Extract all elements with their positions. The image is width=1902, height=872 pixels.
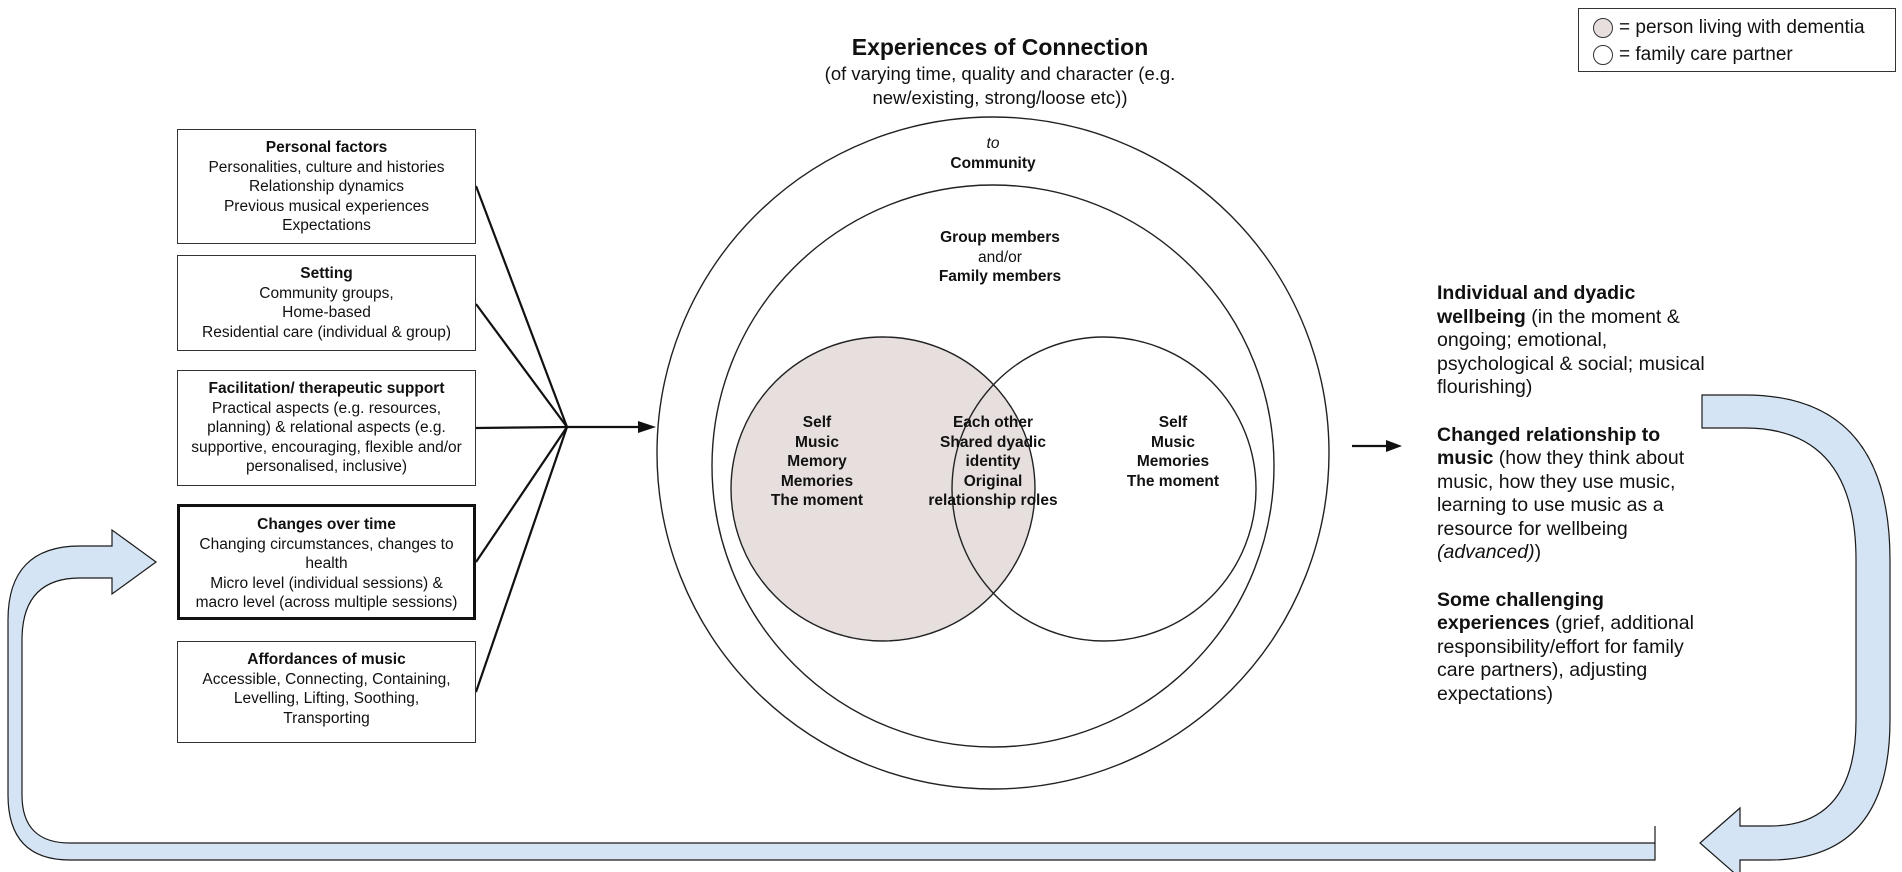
diagram-title-block: Experiences of Connection (of varying ti…: [780, 32, 1220, 110]
factor-title: Personal factors: [265, 139, 388, 156]
self-item: Music: [795, 433, 839, 451]
factor-box-facilitation: Facilitation/ therapeutic support Practi…: [177, 370, 476, 486]
outcome-bold: Individual and dyadic wellbeing: [1437, 282, 1636, 328]
factor-box-personal: Personal factors Personalities, culture …: [177, 129, 476, 244]
factor-line: Previous musical experiences: [223, 197, 430, 215]
person-with-dementia-circle: [730, 336, 1036, 642]
factor-line: Practical aspects (e.g. resources,: [211, 399, 442, 417]
factor-line: Expectations: [282, 217, 371, 234]
self-item: Memories: [1136, 453, 1210, 470]
outcome-bold: Some challenging experiences: [1437, 588, 1604, 635]
outcomes-list: Individual and dyadic wellbeing (in the …: [1437, 282, 1707, 730]
shared-item: Each other: [952, 414, 1034, 431]
group-members-label: Group members: [940, 229, 1060, 246]
community-title: Community: [950, 154, 1036, 172]
outcome-bold: Changed relationship to music: [1437, 423, 1661, 470]
family-care-partner-circle: [951, 336, 1257, 642]
self-item: Self: [802, 414, 832, 431]
factor-line: Community groups,: [259, 284, 394, 302]
arrowhead-to-outcomes: [1386, 440, 1402, 452]
factor-line: Relationship dynamics: [248, 178, 405, 195]
self-item: Music: [1151, 433, 1195, 451]
factor-title: Setting: [300, 265, 353, 282]
factor-line: Home-based: [282, 304, 371, 321]
factor-box-affordances: Affordances of music Accessible, Connect…: [177, 641, 476, 743]
factor-line: Residential care (individual & group): [202, 323, 451, 341]
factor-line: Micro level (individual sessions) &: [210, 574, 443, 592]
legend-label: = person living with dementia: [1619, 16, 1865, 38]
diagram-subtitle-line: (of varying time, quality and character …: [824, 63, 1176, 84]
shared-item: Original: [963, 472, 1023, 490]
factor-line: Levelling, Lifting, Soothing,: [233, 690, 420, 707]
community-to-label: to: [986, 135, 1000, 152]
factor-line: supportive, encouraging, flexible and/or: [191, 438, 462, 456]
family-members-label: Family members: [938, 268, 1062, 285]
diagram-subtitle-line: new/existing, strong/loose etc)): [872, 87, 1128, 108]
feedback-loop-arrow: [1699, 394, 1891, 872]
outcome-text: (how they think about music, how they us…: [1437, 447, 1685, 540]
arrowhead-to-circles: [638, 421, 656, 433]
outcome-text: (grief, additional responsibility/effort…: [1437, 612, 1694, 705]
legend-label: = family care partner: [1619, 43, 1793, 65]
factor-line: planning) & relational aspects (e.g.: [207, 419, 446, 436]
self-item: Memories: [780, 472, 854, 490]
shared-item: relationship roles: [928, 492, 1058, 509]
outcome-italic: (advanced): [1437, 541, 1535, 563]
factor-title: Facilitation/ therapeutic support: [208, 380, 445, 397]
shared-item: identity: [965, 453, 1021, 470]
factor-line: Changing circumstances, changes to: [199, 535, 454, 553]
care-partner-self-items: Self Music Memories The moment: [1113, 413, 1233, 491]
factor-title: Changes over time: [257, 516, 396, 533]
group-family-label: Group members and/or Family members: [880, 228, 1120, 287]
factor-line: macro level (across multiple sessions): [195, 594, 458, 611]
diagram-title: Experiences of Connection: [851, 34, 1149, 60]
factor-box-setting: Setting Community groups, Home-based Res…: [177, 255, 476, 351]
and-or-label: and/or: [978, 248, 1022, 266]
self-item: Memory: [787, 453, 847, 470]
shared-item: Shared dyadic: [940, 433, 1046, 451]
self-item: Self: [1158, 414, 1188, 431]
self-item: The moment: [1126, 472, 1220, 490]
shared-dyadic-items: Each other Shared dyadic identity Origin…: [908, 413, 1078, 511]
return-loop-arrow: [7, 528, 1656, 861]
legend-item-dementia: = person living with dementia: [1593, 14, 1895, 41]
dementia-self-items: Self Music Memory Memories The moment: [757, 413, 877, 511]
factor-line: Personalities, culture and histories: [208, 158, 445, 176]
factor-line: Accessible, Connecting, Containing,: [202, 670, 451, 688]
outcome-tail: ): [1534, 541, 1542, 563]
outcome-wellbeing: Individual and dyadic wellbeing (in the …: [1437, 282, 1707, 400]
self-item: The moment: [770, 492, 864, 509]
outcome-relationship-to-music: Changed relationship to music (how they …: [1437, 424, 1707, 565]
factor-title: Affordances of music: [247, 651, 406, 668]
family-swatch-icon: [1593, 44, 1613, 65]
factor-line: personalised, inclusive): [245, 458, 408, 475]
outcome-challenging-experiences: Some challenging experiences (grief, add…: [1437, 589, 1707, 707]
legend-item-family: = family care partner: [1593, 41, 1895, 68]
dementia-swatch-icon: [1593, 17, 1613, 38]
community-label: to Community: [893, 134, 1093, 173]
legend: = person living with dementia = family c…: [1578, 8, 1896, 72]
factor-box-changes-over-time: Changes over time Changing circumstances…: [177, 504, 476, 620]
connector-lines: [474, 185, 640, 693]
factor-line: health: [305, 555, 348, 572]
outcome-text: (in the moment & ongoing; emotional, psy…: [1437, 305, 1705, 399]
factor-line: Transporting: [283, 709, 370, 727]
